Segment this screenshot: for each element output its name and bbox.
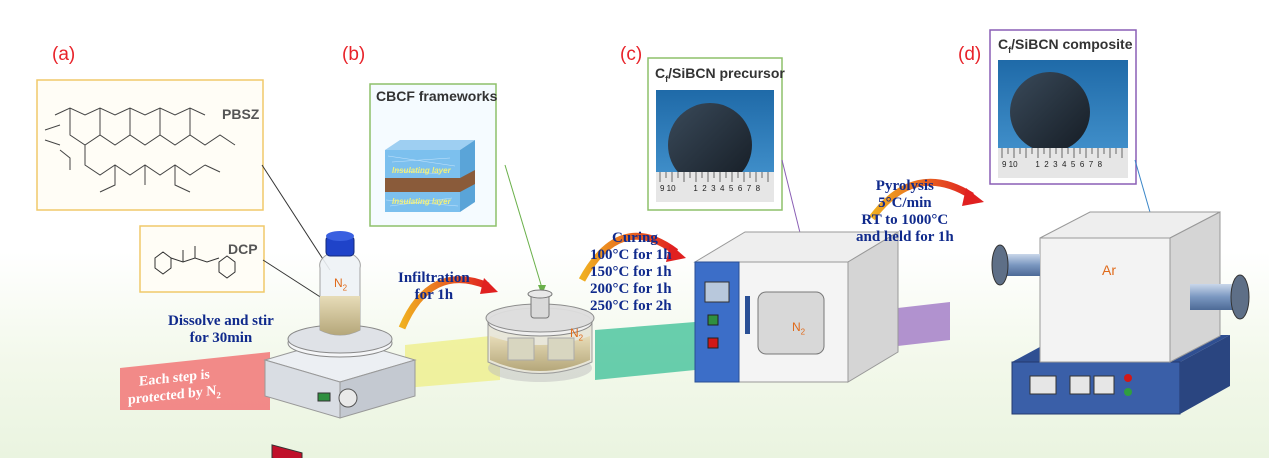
dcp-title: DCP [228, 241, 258, 257]
pbsz-title: PBSZ [222, 106, 260, 122]
label-a: (a) [52, 44, 76, 65]
composite-disc [1010, 72, 1090, 152]
tube-furnace [991, 211, 1250, 415]
oven-gas-label: N2 [792, 320, 806, 337]
composite-ruler-ticks: 9 10 1 2 3 4 5 6 7 8 [1002, 160, 1103, 169]
precursor-disc [668, 103, 752, 187]
precursor-ruler [656, 172, 774, 202]
dcp-panel [139, 225, 265, 293]
bottle-gas-label: N2 [334, 276, 348, 293]
cbcf-layer-top: Insulating layer [392, 166, 451, 175]
reagent-bottle [319, 231, 361, 336]
stirrer-hotplate [263, 324, 417, 458]
pbsz-leader [261, 164, 331, 271]
infiltration-vessel [485, 289, 595, 382]
curing-step-2: 150°C for 1h [590, 264, 672, 280]
cbcf-title: CBCF frameworks [376, 88, 498, 104]
stirrer-display [271, 444, 303, 458]
curing-step-1: 100°C for 1h [590, 247, 672, 263]
precursor-title: Cf/SiBCN precursor [655, 65, 785, 84]
curing-oven [693, 231, 900, 383]
dissolve-step: Dissolve and stir for 30min [168, 313, 274, 346]
composite-panel [989, 29, 1137, 185]
cbcf-leader [504, 164, 543, 289]
stirrer-knob [338, 388, 358, 408]
infiltration-step: Infiltration for 1h [398, 270, 470, 303]
composite-title: Cf/SiBCN composite [998, 36, 1133, 55]
cbcf-layer-bottom: Insulating layer [392, 197, 451, 206]
step-arrows [398, 178, 984, 330]
precursor-ruler-ticks: 9 10 1 2 3 4 5 6 7 8 [660, 184, 761, 193]
precursor-panel [647, 57, 783, 211]
dcp-leader [262, 259, 326, 301]
curing-step-3: 200°C for 1h [590, 281, 672, 297]
vessel-gas-label: N2 [570, 326, 584, 343]
label-d: (d) [958, 44, 982, 65]
stirrer-switch [317, 392, 331, 402]
label-b: (b) [342, 44, 366, 65]
pyrolysis-step: Pyrolysis 5°C/min RT to 1000°C and held … [856, 178, 954, 245]
curing-step-4: 250°C for 2h [590, 298, 672, 314]
curing-step: Curing 100°C for 1h 150°C for 1h 200°C f… [590, 230, 672, 314]
cbcf-panel [369, 83, 497, 227]
label-c: (c) [620, 44, 643, 65]
pbsz-panel [36, 79, 264, 211]
cbcf-framework-image [385, 140, 475, 212]
pbsz-structure [44, 107, 236, 193]
furnace-gas-label: Ar [1102, 262, 1116, 278]
